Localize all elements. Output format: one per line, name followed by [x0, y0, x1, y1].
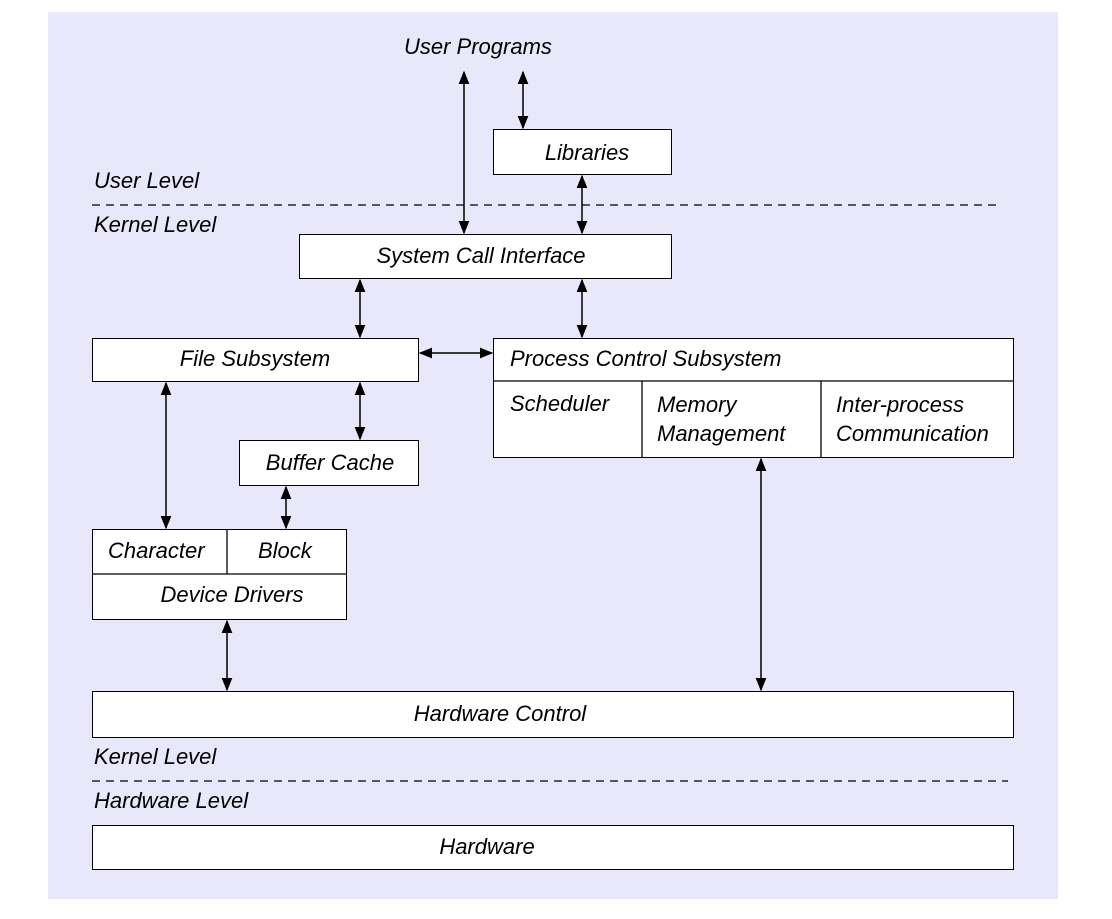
libraries-label: Libraries	[544, 140, 630, 165]
hardware-label: Hardware	[439, 834, 535, 859]
hardware-level-label: Hardware Level	[94, 788, 249, 813]
process-control-subsystem-label: Process Control Subsystem	[510, 346, 782, 371]
hardware-control-label: Hardware Control	[413, 701, 587, 726]
hardware-box	[92, 825, 1014, 870]
device-drivers-label: Device Drivers	[160, 582, 304, 607]
process-control-subsystem-box	[493, 338, 1014, 458]
block-label: Block	[258, 538, 312, 563]
libraries-box	[493, 129, 672, 175]
file-subsystem-box	[92, 338, 419, 382]
kernel-level-top-label: Kernel Level	[94, 212, 217, 237]
hardware-control-box	[92, 691, 1014, 738]
buffer-cache-label: Buffer Cache	[265, 450, 395, 475]
memory-management-label: Memory Management	[657, 392, 786, 446]
system-call-interface-box	[299, 234, 672, 279]
scheduler-label: Scheduler	[510, 391, 610, 416]
user-programs-label: User Programs	[404, 34, 552, 59]
file-subsystem-label: File Subsystem	[179, 346, 331, 371]
system-call-interface-label: System Call Interface	[376, 243, 586, 268]
inter-process-communication-label: Inter-process Communication	[836, 392, 989, 446]
kernel-level-bottom-label: Kernel Level	[94, 744, 217, 769]
character-label: Character	[108, 538, 205, 563]
buffer-cache-box	[239, 440, 419, 486]
user-level-label: User Level	[94, 168, 200, 193]
